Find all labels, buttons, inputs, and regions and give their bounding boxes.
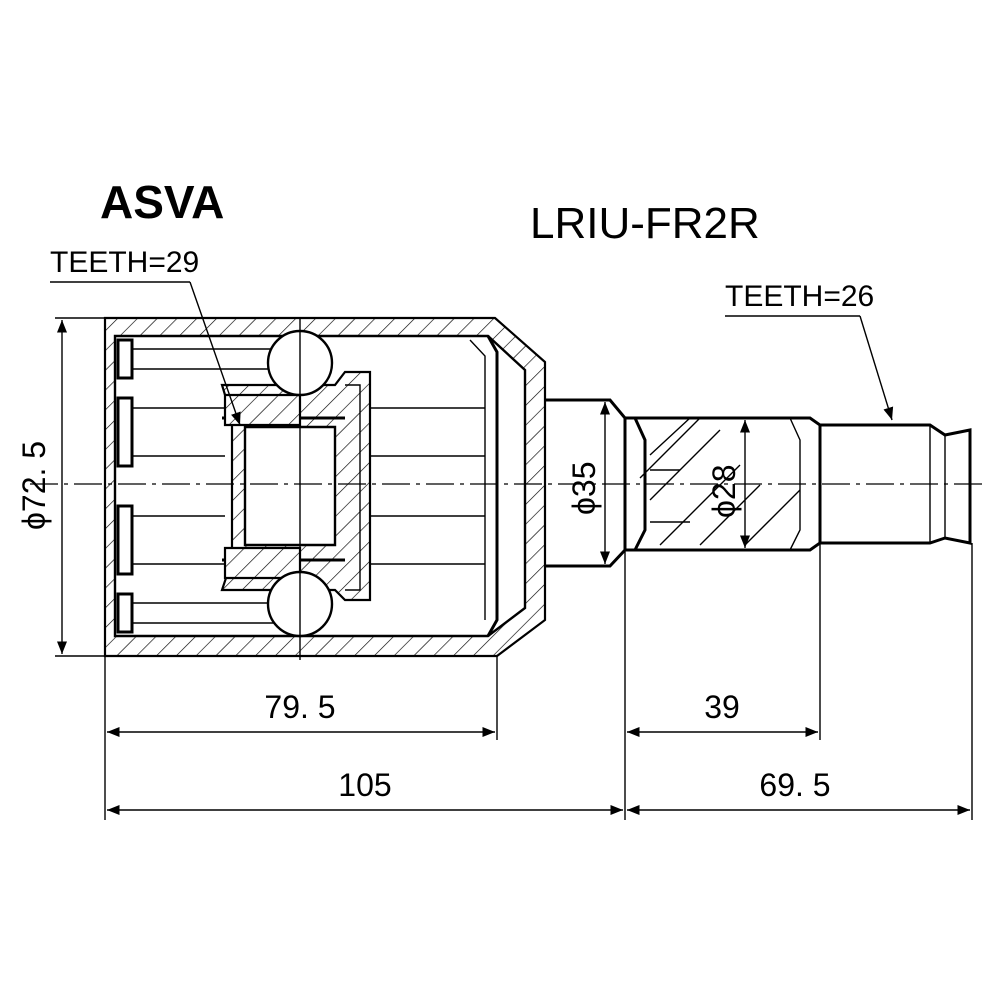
svg-text:ϕ72. 5: ϕ72. 5 [16, 441, 52, 530]
svg-text:69. 5: 69. 5 [759, 767, 830, 803]
svg-text:ϕ35: ϕ35 [566, 461, 602, 515]
dim-neck-diameter: ϕ35 [566, 402, 611, 564]
dim-spline-length: 39 [624, 543, 821, 820]
svg-text:39: 39 [704, 689, 740, 725]
dim-shaft-diameter: ϕ28 [706, 420, 751, 548]
dim-body-length: 79. 5 [104, 656, 498, 740]
inner-race [220, 370, 372, 602]
dim-overall-length-left: 105 [104, 740, 623, 820]
dim-overall-length-right: 69. 5 [627, 543, 973, 820]
svg-text:105: 105 [338, 767, 391, 803]
svg-text:79. 5: 79. 5 [264, 689, 335, 725]
brand-logo: ASVA [100, 176, 224, 228]
svg-text:ϕ28: ϕ28 [706, 464, 742, 518]
svg-text:TEETH=26: TEETH=26 [725, 280, 874, 313]
part-number: LRIU-FR2R [530, 199, 760, 248]
callout-teeth-29: TEETH=29 [50, 246, 241, 426]
callout-teeth-26: TEETH=26 [725, 280, 894, 421]
svg-text:TEETH=29: TEETH=29 [50, 246, 199, 279]
dim-body-diameter: ϕ72. 5 [16, 317, 105, 657]
